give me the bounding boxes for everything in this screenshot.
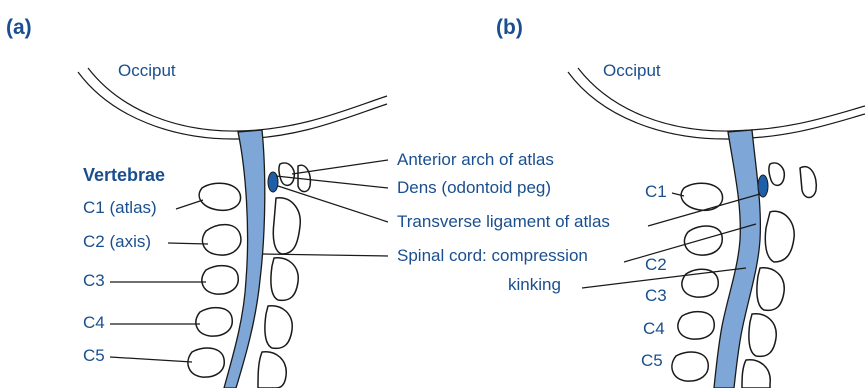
c5-spinous-b [672,352,708,381]
c3-body-a [271,258,298,301]
c3-body-b [757,268,784,311]
c2-spinous-b [684,226,722,255]
c5-body-a [258,352,286,388]
anterior-arch-of-atlas-b [769,163,784,185]
c1-label-b: C1 [645,182,667,201]
kinking-label: kinking [508,275,561,294]
c4-label-a: C4 [83,313,105,332]
c3-label-b: C3 [645,286,667,305]
vertebrae-heading: Vertebrae [83,165,165,185]
anterior-arch-of-atlas-a [279,163,294,185]
c2-spinous-process [202,225,240,255]
c4-spinous-b [678,312,714,339]
occiput-outer-curve [78,72,387,139]
c4-body-a [265,306,292,349]
c4-spinous-process [196,308,232,336]
c3-label-a: C3 [83,271,105,290]
anterior-arch-label: Anterior arch of atlas [397,150,554,169]
c3-spinous-process [202,266,238,294]
dens-a [268,172,278,192]
transverse-ligament-label: Transverse ligament of atlas [397,212,610,231]
c2-label-a: C2 (axis) [83,232,151,251]
occiput-label-b: Occiput [603,61,661,80]
c2-label-b: C2 [645,255,667,274]
c1-anterior-ring-b [800,167,816,198]
c4-label-b: C4 [643,319,665,338]
spinal-cord-leader-b [624,224,756,262]
occiput-outer-curve-b [568,72,865,139]
panel-b-tag: (b) [496,16,523,39]
c1-leader-a [176,200,203,209]
panel-a-tag: (a) [6,16,32,39]
c4-body-b [749,314,776,357]
c5-label-a: C5 [83,346,105,365]
c2-body-a [273,198,300,254]
panel-b: (b) Occiput C1 C2 C3 C4 C5 [496,16,865,388]
c5-body-b [742,360,770,388]
occiput-label-a: Occiput [118,61,176,80]
callouts: Anterior arch of atlas Dens (odontoid pe… [262,150,610,294]
c2-body-b [765,211,794,262]
c5-spinous-process [188,348,224,377]
spinal-cord-label: Spinal cord: compression [397,246,588,265]
c1-label-a: C1 (atlas) [83,198,157,217]
panel-a: (a) Occiput Vertebrae C1 (atlas) C2 (axi… [6,16,387,388]
c5-leader-a [110,357,192,362]
dens-label: Dens (odontoid peg) [397,178,551,197]
spinal-cord-a [224,130,265,388]
spinal-cord-leader [262,254,388,256]
c5-label-b: C5 [641,351,663,370]
c1-posterior-arch [199,183,240,210]
